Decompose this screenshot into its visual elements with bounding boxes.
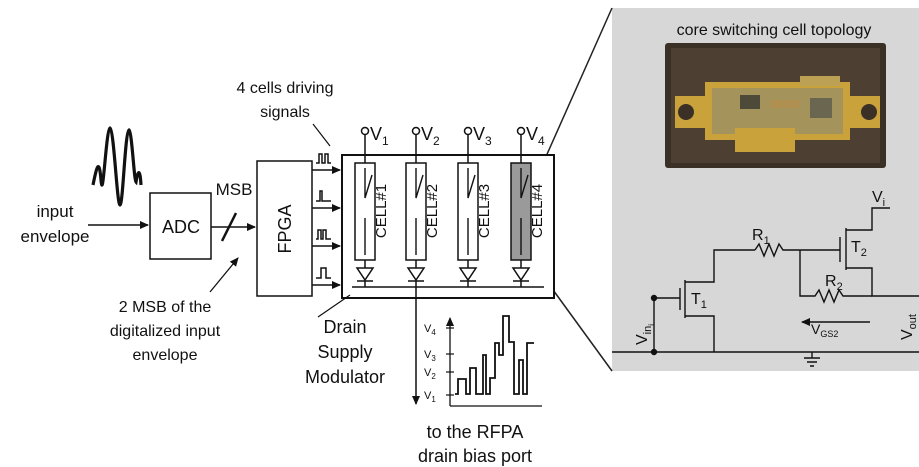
cell-name-label: CELL#3	[476, 184, 493, 238]
supply-terminal-icon	[362, 128, 369, 135]
adc-label: ADC	[162, 217, 200, 237]
cell-name-label: CELL#1	[373, 184, 390, 238]
msb-label: MSB	[216, 180, 253, 199]
drive-waveform-1-icon	[316, 154, 331, 163]
waveform-tick-label: V1	[424, 390, 436, 404]
rfpa-label-line2: drain bias port	[418, 446, 532, 466]
waveform-trace	[455, 316, 534, 394]
input-label-line2: envelope	[20, 227, 89, 246]
supply-label: V4	[526, 124, 545, 148]
modulator-pointer	[318, 295, 350, 317]
waveform-tick-label: V3	[424, 349, 436, 363]
waveform-tick-label: V4	[424, 323, 436, 337]
msb-note-line1: 2 MSB of the	[119, 299, 212, 316]
inset-title: core switching cell topology	[677, 22, 872, 39]
device-photo	[665, 43, 886, 168]
drive-waveform-2-icon	[316, 191, 331, 201]
modulator-label-line3: Modulator	[305, 367, 385, 387]
msb-note-line2: digitalized input	[110, 323, 221, 340]
msb-note-arrow	[210, 258, 238, 292]
input-label-line1: input	[37, 202, 74, 221]
input-envelope-signal	[93, 128, 141, 205]
supply-label: V2	[421, 124, 440, 148]
drive-waveform-3-icon	[316, 230, 331, 239]
zoom-line-bottom	[548, 283, 612, 371]
modulator-label-line2: Supply	[317, 342, 372, 362]
cells-driving-line1: 4 cells driving	[237, 80, 334, 97]
inset-panel: core switching cell topology	[540, 8, 919, 371]
supply-terminal-icon	[465, 128, 472, 135]
vin-node	[652, 296, 657, 301]
cells-driving-pointer	[313, 124, 330, 146]
fpga-label: FPGA	[275, 204, 295, 253]
cells-driving-line2: signals	[260, 104, 310, 121]
envelope-waveform-icon	[93, 128, 141, 205]
waveform-tick-label: V2	[424, 367, 436, 381]
cell-name-label: CELL#2	[424, 184, 441, 238]
driving-signals	[312, 154, 340, 285]
cell-name-label: CELL#4	[529, 184, 546, 238]
vin-gnd-node	[652, 350, 657, 355]
supply-terminal-icon	[518, 128, 525, 135]
supply-label: V1	[370, 124, 389, 148]
supply-terminal-icon	[413, 128, 420, 135]
rfpa-label-line1: to the RFPA	[427, 422, 524, 442]
modulator-label-line1: Drain	[323, 317, 366, 337]
supply-label: V3	[473, 124, 492, 148]
drive-waveform-4-icon	[316, 268, 331, 278]
zoom-line-top	[540, 8, 612, 170]
msb-note-line3: envelope	[133, 347, 198, 364]
